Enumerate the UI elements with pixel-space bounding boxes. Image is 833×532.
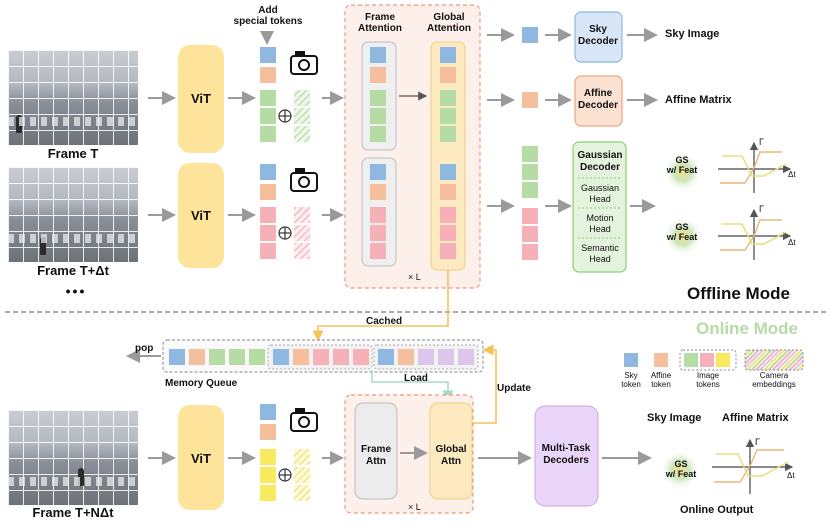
axes-plot-icon (718, 208, 792, 260)
gaussian-decoder (572, 141, 627, 273)
frame-t-label: Frame T (47, 146, 99, 161)
plus-circle-icon (278, 226, 292, 240)
camera-embeddings-frame-t-ndt (294, 449, 310, 501)
affine-decoder (574, 75, 623, 127)
vit-label-1: ViT (191, 91, 211, 106)
gaussian-blob-icon (663, 152, 703, 192)
vit-block-1 (178, 45, 224, 153)
add-special-tokens-label: Add special tokens (233, 5, 303, 27)
multitask-decoders (534, 405, 599, 507)
frame-t-ndt-label: Frame T+NΔt (32, 505, 114, 520)
vit-label-2: ViT (191, 208, 211, 223)
frames-ellipsis: ••• (65, 283, 87, 299)
affine-decoder-label: Affine Decoder (577, 88, 619, 111)
frame-t-dt-image (8, 167, 138, 262)
frame-t-ndt-image (8, 410, 138, 505)
gamma-label-2: Γ (759, 204, 764, 214)
online-global-attn-label: Global Attn (435, 444, 467, 467)
frame-attn-tokens-1 (370, 47, 386, 142)
sky-image-output: Sky Image (665, 28, 720, 40)
offline-mode-title: Offline Mode (687, 284, 790, 303)
memory-queue-tokens (169, 349, 474, 365)
gaussian-decoder-label: Gaussian Decoder (577, 150, 623, 173)
gs-feat-label-2: GS w/ Feat (666, 222, 698, 242)
gs-feat-label-1: GS w/ Feat (666, 155, 698, 175)
frame-attn-tokens-2 (370, 164, 386, 259)
online-frame-attn-label: Frame Attn (360, 444, 392, 467)
sky-token-output (522, 27, 538, 43)
global-attention-label: Global Attention (427, 12, 471, 34)
motion-head-label: Motion Head (586, 213, 614, 234)
gs-feat-label-3: GS w/ Feat (665, 459, 697, 479)
axes-plot-icon (712, 438, 794, 494)
update-label: Update (497, 383, 531, 394)
camera-icon (290, 408, 318, 432)
online-frame-attn (354, 402, 398, 500)
cached-label: Cached (366, 316, 403, 327)
frame-t-dt-label: Frame T+Δt (37, 263, 109, 278)
sky-decoder (574, 11, 623, 63)
online-sky-image: Sky Image (647, 412, 702, 424)
legend-camera-embeddings: Camera embeddings (752, 371, 796, 389)
camera-icon (290, 51, 318, 75)
load-arrow (371, 370, 454, 402)
vit-block-3 (178, 405, 224, 510)
multitask-decoders-label: Multi-Task Decoders (541, 443, 591, 466)
online-mode-title: Online Mode (696, 319, 798, 338)
vit-block-2 (178, 163, 224, 268)
gamma-label-1: Γ (759, 137, 764, 147)
legend-image-tokens: Image tokens (696, 371, 720, 389)
token-column-frame-t-dt (260, 164, 276, 259)
load-label: Load (404, 373, 428, 384)
plus-circle-icon (278, 468, 292, 482)
affine-matrix-output: Affine Matrix (665, 94, 732, 106)
token-column-frame-t (260, 47, 276, 142)
sky-decoder-label: Sky Decoder (577, 24, 619, 47)
cached-arrow (312, 270, 449, 342)
memory-queue-label: Memory Queue (165, 378, 238, 389)
update-arrow (470, 344, 497, 424)
camera-embeddings-frame-t-dt (294, 207, 310, 259)
gaussian-blob-icon (660, 450, 700, 490)
legend-affine-token: Affine token (650, 371, 672, 389)
times-l-online: × L (408, 502, 421, 512)
token-column-frame-t-ndt (260, 404, 276, 501)
legend (624, 349, 804, 371)
legend-sky-token: Sky token (621, 371, 641, 389)
camera-embeddings-frame-t (294, 90, 310, 142)
semantic-head-label: Semantic Head (581, 243, 619, 264)
camera-icon (290, 168, 318, 192)
gaussian-blob-icon (663, 216, 703, 256)
online-output-label: Online Output (680, 504, 754, 516)
global-attn-tokens (440, 47, 456, 259)
vit-label-3: ViT (191, 451, 211, 466)
frame-attention-label: Frame Attention (358, 12, 402, 34)
axes-plot-icon (718, 141, 792, 193)
online-affine-matrix: Affine Matrix (722, 412, 789, 424)
times-l-offline: × L (408, 272, 421, 282)
delta-t-label-3: Δt (787, 471, 795, 480)
online-global-attn (429, 402, 473, 500)
gaussian-head-label: Gaussian Head (580, 183, 620, 204)
plus-circle-icon (278, 109, 292, 123)
delta-t-label-1: Δt (788, 170, 796, 179)
gamma-label-3: Γ (755, 437, 760, 447)
affine-token-output (522, 92, 538, 108)
pop-label: pop (135, 343, 154, 354)
delta-t-label-2: Δt (788, 238, 796, 247)
image-tokens-output (522, 146, 538, 260)
frame-t-image (8, 50, 138, 145)
